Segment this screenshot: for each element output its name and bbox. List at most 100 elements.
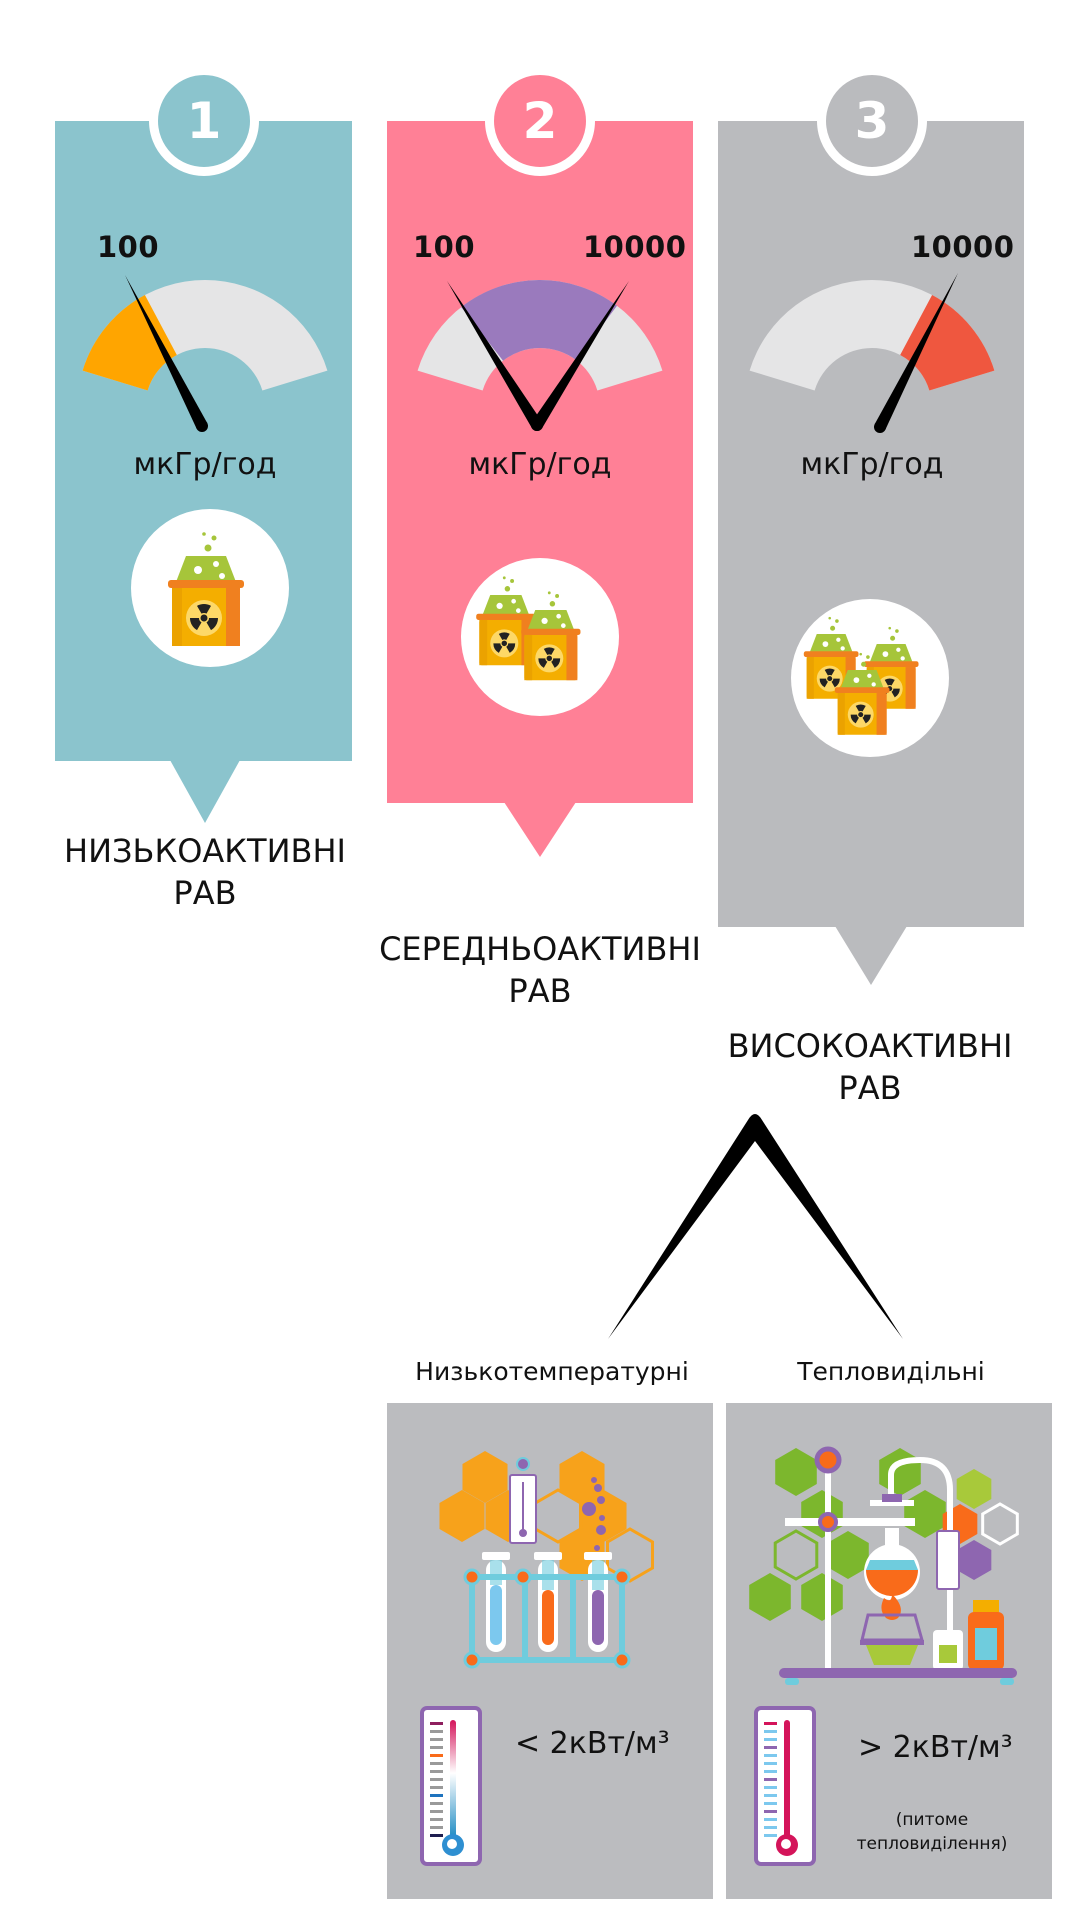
thermometer-tube xyxy=(450,1720,456,1838)
category-title-line1: ВИСОКОАКТИВНІ xyxy=(727,1027,1013,1065)
radiation-symbol-icon xyxy=(538,647,561,668)
thermometer-tick xyxy=(764,1802,777,1805)
radiation-symbol-icon xyxy=(190,604,218,631)
heat-rate-high: > 2кВт/м³ xyxy=(858,1730,1013,1765)
thermometer-tick xyxy=(430,1754,443,1757)
hexagon-shape xyxy=(801,1573,843,1621)
category-title-line2: РАВ xyxy=(838,1069,902,1107)
radiation-symbol-icon xyxy=(819,668,840,688)
needle-pivot xyxy=(196,420,208,432)
thermometer-tick xyxy=(764,1762,777,1765)
rack-bar xyxy=(472,1657,622,1663)
thermometer-tick xyxy=(764,1834,777,1837)
hexagon-shape xyxy=(956,1540,992,1580)
thermometer-tick xyxy=(430,1810,443,1813)
gauge-needle xyxy=(874,273,958,430)
note-line1: (питоме xyxy=(895,1810,969,1830)
bubble xyxy=(596,1525,606,1535)
gauge-range-medium xyxy=(461,279,618,361)
bubble xyxy=(582,1502,596,1516)
hexagon-shape xyxy=(773,1529,819,1581)
thermometer-tick xyxy=(764,1770,777,1773)
gauge-high xyxy=(749,273,995,433)
thermometer-tick xyxy=(764,1754,777,1757)
hexagon-shape xyxy=(439,1490,485,1542)
gauge-needle xyxy=(531,281,629,429)
gauge-range-high xyxy=(900,294,995,391)
gauge-medium xyxy=(417,279,663,431)
radioactive-barrels-icon xyxy=(803,616,919,735)
thermometer-tick xyxy=(430,1834,443,1837)
test-tubes-icon xyxy=(439,1451,655,1669)
category-title-line2: РАВ xyxy=(508,972,572,1010)
category-number-badge: 3 xyxy=(817,66,927,176)
thermometer-tick xyxy=(764,1778,777,1781)
thermometer-tick xyxy=(764,1730,777,1733)
heat-rate-note: (питоме тепловиділення) xyxy=(832,1808,1032,1856)
bubble xyxy=(594,1545,600,1551)
bubble xyxy=(597,1496,605,1504)
radioactive-barrel xyxy=(834,652,890,735)
category-number-badge: 2 xyxy=(485,66,595,176)
gauge-unit-label: мкГр/год xyxy=(800,447,944,482)
thermometer-tick xyxy=(764,1818,777,1821)
rack-joint xyxy=(613,1651,631,1669)
thermometer-tick xyxy=(764,1786,777,1789)
hexagon-shape xyxy=(749,1573,791,1621)
radioactive-barrel xyxy=(168,532,244,646)
gauge-needle xyxy=(125,275,208,429)
category-title-medium: СЕРЕДНЬОАКТИВНІ РАВ xyxy=(370,928,710,1012)
panel-pointer-low xyxy=(170,760,240,823)
radiation-symbol-icon xyxy=(493,632,516,653)
category-title-line1: СЕРЕДНЬОАКТИВНІ xyxy=(379,930,701,968)
gauge-range-low xyxy=(82,294,177,391)
thermometer-tick xyxy=(430,1738,443,1741)
thermometer-tick xyxy=(430,1802,443,1805)
thermometer-tick xyxy=(764,1810,777,1813)
thermometer-tick xyxy=(430,1722,443,1725)
thermometer-tick xyxy=(764,1826,777,1829)
lab-base xyxy=(779,1668,1017,1678)
bubble xyxy=(591,1477,597,1483)
chemistry-lab-icon xyxy=(749,1446,1019,1685)
hexagon-shape xyxy=(605,1527,655,1583)
hexagon-shape xyxy=(775,1448,817,1496)
thermometer-tick xyxy=(430,1826,443,1829)
hot-thermometer-icon xyxy=(754,1706,816,1866)
category-title-high: ВИСОКОАКТИВНІ РАВ xyxy=(700,1025,1040,1109)
thermometer-tick xyxy=(764,1794,777,1797)
note-line2: тепловиділення) xyxy=(856,1834,1008,1854)
thermometer-tick xyxy=(764,1722,777,1725)
hexagon-shape xyxy=(462,1451,508,1503)
thermometer-tick xyxy=(430,1778,443,1781)
category-number-badge: 1 xyxy=(149,66,259,176)
subtype-label-low-temp: Низькотемпературні xyxy=(415,1357,689,1386)
gauge-low xyxy=(82,275,328,432)
gauge-min-label: 100 xyxy=(413,230,476,264)
subtype-label-heat-generating: Тепловидільні xyxy=(797,1357,985,1386)
gauge-unit-label: мкГр/год xyxy=(468,447,612,482)
category-title-line1: НИЗЬКОАКТИВНІ xyxy=(64,832,346,870)
gauge-min-label: 100 xyxy=(97,230,160,264)
thermometer-tick xyxy=(430,1786,443,1789)
category-panel-high xyxy=(718,121,1024,927)
thermometer-tube xyxy=(784,1720,790,1838)
thermometer-tick xyxy=(764,1746,777,1749)
rack-bar xyxy=(472,1574,622,1580)
stand-clamp xyxy=(785,1518,915,1526)
rack-joint xyxy=(514,1568,532,1586)
radioactive-barrel xyxy=(803,616,859,699)
gauge-needle xyxy=(447,281,543,429)
radioactive-barrel xyxy=(521,591,581,681)
radioactive-barrels-icon xyxy=(476,576,581,681)
rack-joint xyxy=(613,1568,631,1586)
category-title-line2: РАВ xyxy=(173,874,237,912)
thermometer-tick xyxy=(430,1730,443,1733)
bubble xyxy=(594,1484,602,1492)
thermometer-tick xyxy=(430,1746,443,1749)
hexagon-shape xyxy=(559,1451,605,1503)
gauge-max-label: 10000 xyxy=(911,230,1015,264)
category-title-low: НИЗЬКОАКТИВНІ РАВ xyxy=(35,830,375,914)
radiation-symbol-icon xyxy=(850,704,871,724)
panel-pointer-medium xyxy=(504,802,576,857)
